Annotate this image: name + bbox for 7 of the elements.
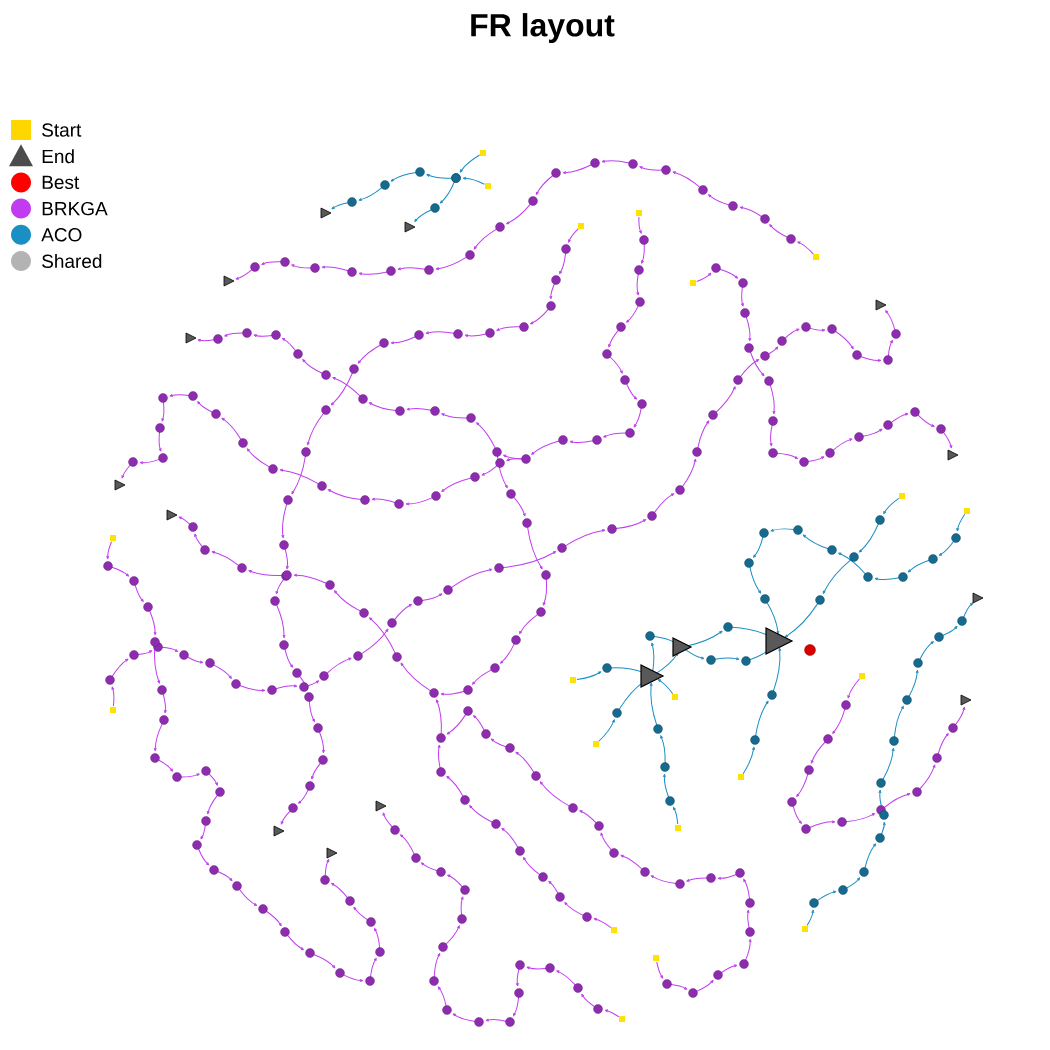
legend-label: Start — [42, 123, 82, 137]
legend-label: BRKGA — [42, 201, 108, 216]
legend-label: Best — [42, 175, 80, 190]
legend-label: Shared — [42, 254, 102, 268]
title: FR layout — [471, 13, 615, 43]
legend-label: End — [42, 149, 74, 164]
legend-label: ACO — [41, 228, 82, 242]
